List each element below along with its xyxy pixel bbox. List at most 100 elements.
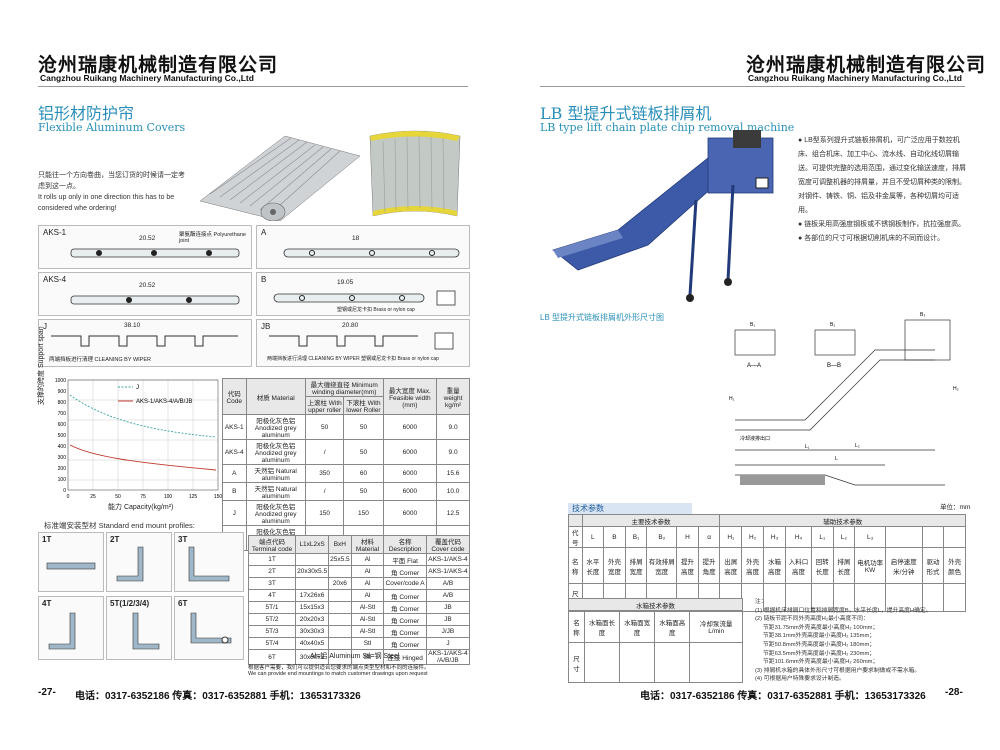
upright-cover-image — [369, 130, 461, 217]
profile-note: 聚氨酯连接点 Polyurethane joint — [179, 232, 246, 244]
svg-text:50: 50 — [115, 494, 121, 500]
svg-text:150: 150 — [214, 494, 223, 500]
capacity-chart: 支撑的跨度 Support span J AKS-1/AKS-4/A/B/JB — [38, 326, 223, 515]
svg-text:L₁: L₁ — [805, 444, 810, 450]
svg-text:L₂: L₂ — [855, 443, 860, 449]
profile-grid: AKS-1 20.52 聚氨酯连接点 Polyurethane joint A … — [38, 225, 470, 367]
svg-text:75: 75 — [140, 494, 146, 500]
svg-text:H₂: H₂ — [953, 386, 959, 392]
table-row: 名称 水平长度外壳宽度排屑宽度 有效排屑宽度提升高度提升角度 出屑高度外壳高度水… — [568, 547, 966, 584]
svg-text:B₃: B₃ — [920, 312, 925, 318]
rolled-cover-image — [199, 135, 361, 221]
svg-text:600: 600 — [58, 422, 67, 428]
profile-a-drawing — [283, 248, 460, 258]
svg-text:500: 500 — [58, 433, 67, 439]
rolling-note-en: It rolls up only in one direction this h… — [38, 194, 175, 212]
svg-text:A—A: A—A — [747, 363, 761, 369]
profile-aks1-drawing — [70, 248, 240, 258]
water-table: 水箱技术参数 名称 水箱面长度水箱面宽度 水箱面高度冷却泵流量 L/min 尺寸 — [568, 598, 743, 683]
legend-j: J — [136, 385, 139, 391]
profile-jb: JB 20.80 两端挡板进行清理 CLEANING BY WIPER 塑钢或尼… — [256, 319, 470, 367]
profile-dim: 20.80 — [342, 322, 359, 329]
tech-row-header — [568, 514, 583, 527]
page-title-cn: 铝形材防护帘 — [38, 104, 135, 123]
right-page-number: -28- — [945, 687, 963, 698]
page-title-cn: LB 型提升式链板排屑机 — [540, 104, 712, 123]
right-page: 沧州瑞康机械制造有限公司 Cangzhou Ruikang Machinery … — [500, 0, 1000, 750]
svg-text:B₂: B₂ — [830, 322, 835, 328]
svg-text:900: 900 — [58, 389, 67, 395]
svg-text:B₁: B₁ — [750, 322, 755, 328]
th-width: 最大宽度 Max. Feasible width (mm) — [382, 378, 438, 415]
chart-ylabel-en: Support span — [38, 326, 45, 369]
side-profile-top — [735, 349, 935, 421]
th-upper: 上滚柱 With upper roller — [304, 396, 345, 415]
profile-a: A 18 — [256, 225, 470, 269]
th-lower: 下滚柱 With lower Roller — [343, 396, 384, 415]
svg-text:0: 0 — [67, 494, 70, 500]
tech-title: 技术参数 — [568, 503, 692, 514]
profile-note: 两端挡板进行清理 CLEANING BY WIPER — [49, 357, 151, 363]
series-j-line — [69, 394, 217, 438]
mount-4t: 4T — [38, 596, 104, 660]
company-name-cn: 沧州瑞康机械制造有限公司 — [38, 54, 279, 76]
svg-text:1000: 1000 — [55, 378, 66, 384]
chart-legend: J AKS-1/AKS-4/A/B/JB — [118, 385, 192, 405]
profile-label: JB — [261, 322, 271, 331]
aluminum-cover-illustration — [199, 130, 461, 221]
profile-dim: 19.05 — [337, 279, 354, 286]
left-contact-line: 电话：0317-6352186 传真：0317-6352881 手机：13653… — [75, 691, 361, 702]
support-leg — [688, 199, 698, 296]
terminal-note-cn: 根据客户需要，我们可以提供适合您要求的端点类型型材和不同的连接件。 — [248, 665, 430, 671]
svg-text:700: 700 — [58, 411, 67, 417]
table-row: 名称 水箱面长度水箱面宽度 水箱面高度冷却泵流量 L/min — [568, 610, 743, 643]
left-page-number: -27- — [38, 687, 56, 698]
company-name-en: Cangzhou Ruikang Machinery Manufacturing… — [40, 73, 254, 83]
svg-text:冷却液排出口: 冷却液排出口 — [740, 435, 770, 442]
company-name-en: Cangzhou Ruikang Machinery Manufacturing… — [748, 73, 962, 83]
profile-aks4: AKS-4 20.52 — [38, 272, 252, 316]
mount-2t: 2T — [106, 532, 172, 592]
page-title-en: Flexible Aluminum Covers — [38, 121, 186, 134]
table-row: 尺寸 — [568, 642, 743, 683]
section-b-b — [814, 329, 856, 356]
feature-list: ● LB型系列提升式链板排屑机，可广泛应用于数控机床、组合机床、加工中心、流水线… — [798, 134, 968, 246]
feature-item: ● 各部位的尺寸可根据切削机床的不同而设计。 — [798, 235, 945, 242]
mount-title: 标准端安装型材 Standard end mount profiles: — [44, 521, 195, 530]
svg-text:300: 300 — [58, 455, 67, 461]
profile-dim: 20.52 — [139, 235, 156, 242]
svg-text:25: 25 — [90, 494, 96, 500]
notes-block: 注： (1) 根据机床排屑口位置和排屑宽度B，水平长度L，提升高度H确定。 (2… — [755, 599, 932, 683]
chart-svg: J AKS-1/AKS-4/A/B/JB 1000 900 800 700 60… — [55, 378, 223, 500]
profile-label: B — [261, 275, 267, 284]
chart-ylabel-cn: 支撑的跨度 — [38, 370, 45, 405]
dimension-drawing: A—A B—B 冷却液排出口 H₁ H₂ L L₁ L₂ B₁ B₂ B₃ — [729, 312, 959, 486]
th-material: 材质 Material — [245, 378, 306, 415]
profile-b-drawing — [273, 290, 456, 306]
mount-5t: 5T(1/2/3/4) — [106, 596, 172, 660]
section-a-a — [734, 329, 776, 356]
mount-profiles-grid: 1T 2T 3T 4T 5T(1/2/3/4) 6T — [38, 532, 244, 660]
motor — [733, 130, 761, 148]
profile-b: B 19.05 塑钢或尼龙卡扣 Brass or nylon cap — [256, 272, 470, 316]
svg-text:B—B: B—B — [827, 363, 841, 369]
chart-frame — [67, 379, 219, 491]
profile-dim: 38.10 — [124, 322, 141, 329]
svg-text:400: 400 — [58, 444, 67, 450]
page-title-en: LB type lift chain plate chip removal ma… — [540, 121, 795, 134]
th-weight: 重量 weight kg/m² — [436, 378, 470, 415]
svg-text:0: 0 — [63, 488, 66, 494]
chart-ylabel: 支撑的跨度 Support span — [36, 326, 46, 405]
svg-text:800: 800 — [58, 400, 67, 406]
spec-table: 代码 Code 材质 Material 最大缠绕直径 Minimum windi… — [222, 378, 470, 551]
profile-note: 两端挡板进行清理 CLEANING BY WIPER 塑钢或尼龙卡扣 Brass… — [267, 356, 439, 362]
